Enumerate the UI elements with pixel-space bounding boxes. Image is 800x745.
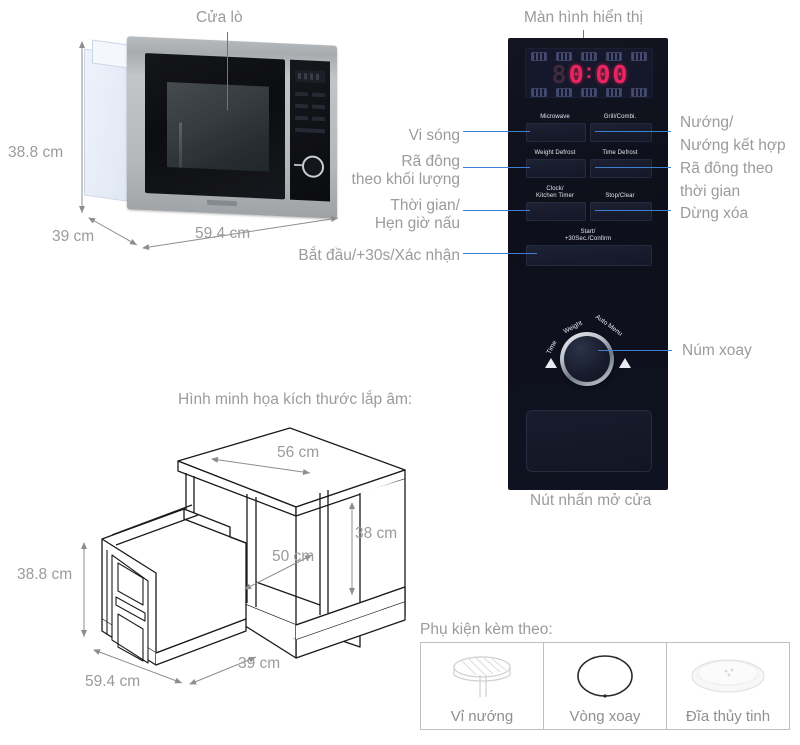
display-digit-1: 0 — [568, 60, 584, 89]
icon-grid-icon — [530, 52, 547, 61]
callout-time-defrost-line1: Rã đông theo — [680, 160, 774, 177]
label-start-line2: +30Sec./Confirm — [564, 236, 612, 242]
leader-time-defrost — [595, 167, 671, 169]
label-clock-timer-line1: Clock/ — [546, 186, 564, 192]
callout-display-label: Màn hình hiển thị — [524, 9, 643, 26]
knob-assembly[interactable]: Time Weight Auto Menu — [541, 306, 635, 392]
label-weight-defrost-button: Weight Defrost — [534, 150, 576, 156]
accessory-glass-plate-label: Đĩa thủy tinh — [685, 708, 771, 725]
icon-defrost-icon — [606, 88, 623, 97]
rotary-knob[interactable] — [560, 332, 614, 386]
dim-product-width: 59.4 cm — [195, 225, 251, 242]
dim-oven-height: 38.8 cm — [17, 566, 73, 583]
label-stop-clear-button: Stop/Clear — [605, 193, 635, 199]
grill-combi-button[interactable] — [590, 123, 652, 142]
callout-door-label: Cửa lò — [196, 9, 243, 26]
accessory-roller-ring: Vòng xoay — [544, 643, 667, 729]
roller-ring-icon — [544, 643, 666, 708]
weight-defrost-button[interactable] — [526, 159, 586, 178]
label-clock-timer-line2: Kitchen Timer — [536, 193, 574, 199]
glass-plate-icon — [667, 643, 789, 708]
callout-time-defrost-line2: thời gian — [680, 183, 741, 200]
callout-grill-combi-line2: Nướng kết hợp — [680, 137, 786, 154]
callout-grill-combi-line1: Nướng/ — [680, 114, 734, 131]
knob-arc-graphics — [545, 358, 631, 368]
dim-oven-depth: 39 cm — [238, 655, 281, 672]
accessories-panel: Vỉ nướng Vòng xoay — [420, 642, 790, 730]
display-digits: 8 0 : 0 0 — [526, 60, 652, 89]
accessories-box: Vỉ nướng Vòng xoay — [420, 642, 790, 730]
time-defrost-button[interactable] — [590, 159, 652, 178]
accessory-glass-plate: Đĩa thủy tinh — [667, 643, 789, 729]
display-module: 8 0 : 0 0 — [525, 48, 653, 98]
display-digit-2: 0 — [595, 60, 610, 89]
icon-plate-icon — [555, 52, 572, 61]
callout-weight-defrost-line1: Rã đông — [401, 153, 460, 170]
builtin-title: Hình minh họa kích thước lắp âm: — [178, 391, 413, 408]
icon-bar-icon — [606, 52, 623, 61]
display-top-icons — [526, 52, 652, 61]
accessory-grill-rack-label: Vỉ nướng — [450, 708, 514, 725]
door-open-button[interactable] — [526, 410, 652, 472]
clock-kitchen-timer-button[interactable] — [526, 202, 586, 221]
label-microwave-button: Microwave — [540, 114, 570, 120]
accessories-title: Phụ kiện kèm theo: — [420, 621, 553, 638]
display-digit-3: 0 — [612, 60, 627, 89]
leader-microwave — [463, 131, 530, 133]
dim-product-height: 38.8 cm — [8, 144, 64, 161]
grill-rack-icon — [421, 643, 543, 708]
callout-knob-label: Núm xoay — [682, 342, 752, 359]
callout-clock-timer-line2: Hẹn giờ nấu — [374, 215, 460, 232]
leader-clock-timer — [463, 210, 530, 212]
icon-clock-icon — [555, 88, 572, 97]
callout-door-leader — [227, 32, 229, 110]
leader-stop-clear — [595, 210, 671, 212]
callout-door-button-label: Nút nhấn mở cửa — [530, 492, 652, 509]
dim-cabinet-width: 56 cm — [277, 444, 320, 461]
icon-lock-icon — [530, 88, 547, 97]
accessory-grill-rack: Vỉ nướng — [421, 643, 544, 729]
label-grill-combi-button: Grill/Combi. — [603, 114, 637, 120]
icon-grill-icon — [631, 52, 648, 61]
leader-grill-combi — [595, 131, 671, 133]
icon-wave-icon — [580, 52, 597, 61]
control-panel: 8 0 : 0 0 Microwave Grill/Combi. Weight … — [508, 38, 668, 490]
leader-start — [463, 253, 537, 255]
label-start-line1: Start/ — [580, 229, 596, 235]
dim-oven-width: 59.4 cm — [85, 673, 141, 690]
knob-face[interactable] — [564, 336, 610, 382]
builtin-drawing — [81, 427, 406, 685]
display-bottom-icons — [526, 88, 652, 97]
callout-clock-timer-line1: Thời gian/ — [390, 197, 460, 214]
callout-weight-defrost-line2: theo khối lượng — [351, 171, 460, 188]
builtin-illustration — [60, 415, 460, 715]
accessory-roller-ring-label: Vòng xoay — [569, 708, 641, 725]
icon-power-icon — [631, 88, 648, 97]
callout-stop-clear-label: Dừng xóa — [680, 205, 749, 222]
label-time-defrost-button: Time Defrost — [602, 150, 638, 156]
display-digit-0: 8 — [551, 60, 567, 89]
callout-microwave-label: Vi sóng — [408, 127, 460, 144]
leader-knob — [598, 350, 672, 352]
dim-product-depth: 39 cm — [52, 228, 95, 245]
leader-weight-defrost — [463, 167, 530, 169]
dim-cabinet-height: 38 cm — [355, 525, 398, 542]
display-colon: : — [585, 61, 593, 83]
start-confirm-button[interactable] — [526, 245, 652, 266]
dim-cabinet-depth: 50 cm — [272, 548, 315, 565]
stop-clear-button[interactable] — [590, 202, 652, 221]
microwave-button[interactable] — [526, 123, 586, 142]
callout-start-label: Bắt đầu/+30s/Xác nhận — [298, 247, 460, 264]
icon-auto-icon — [580, 88, 597, 97]
